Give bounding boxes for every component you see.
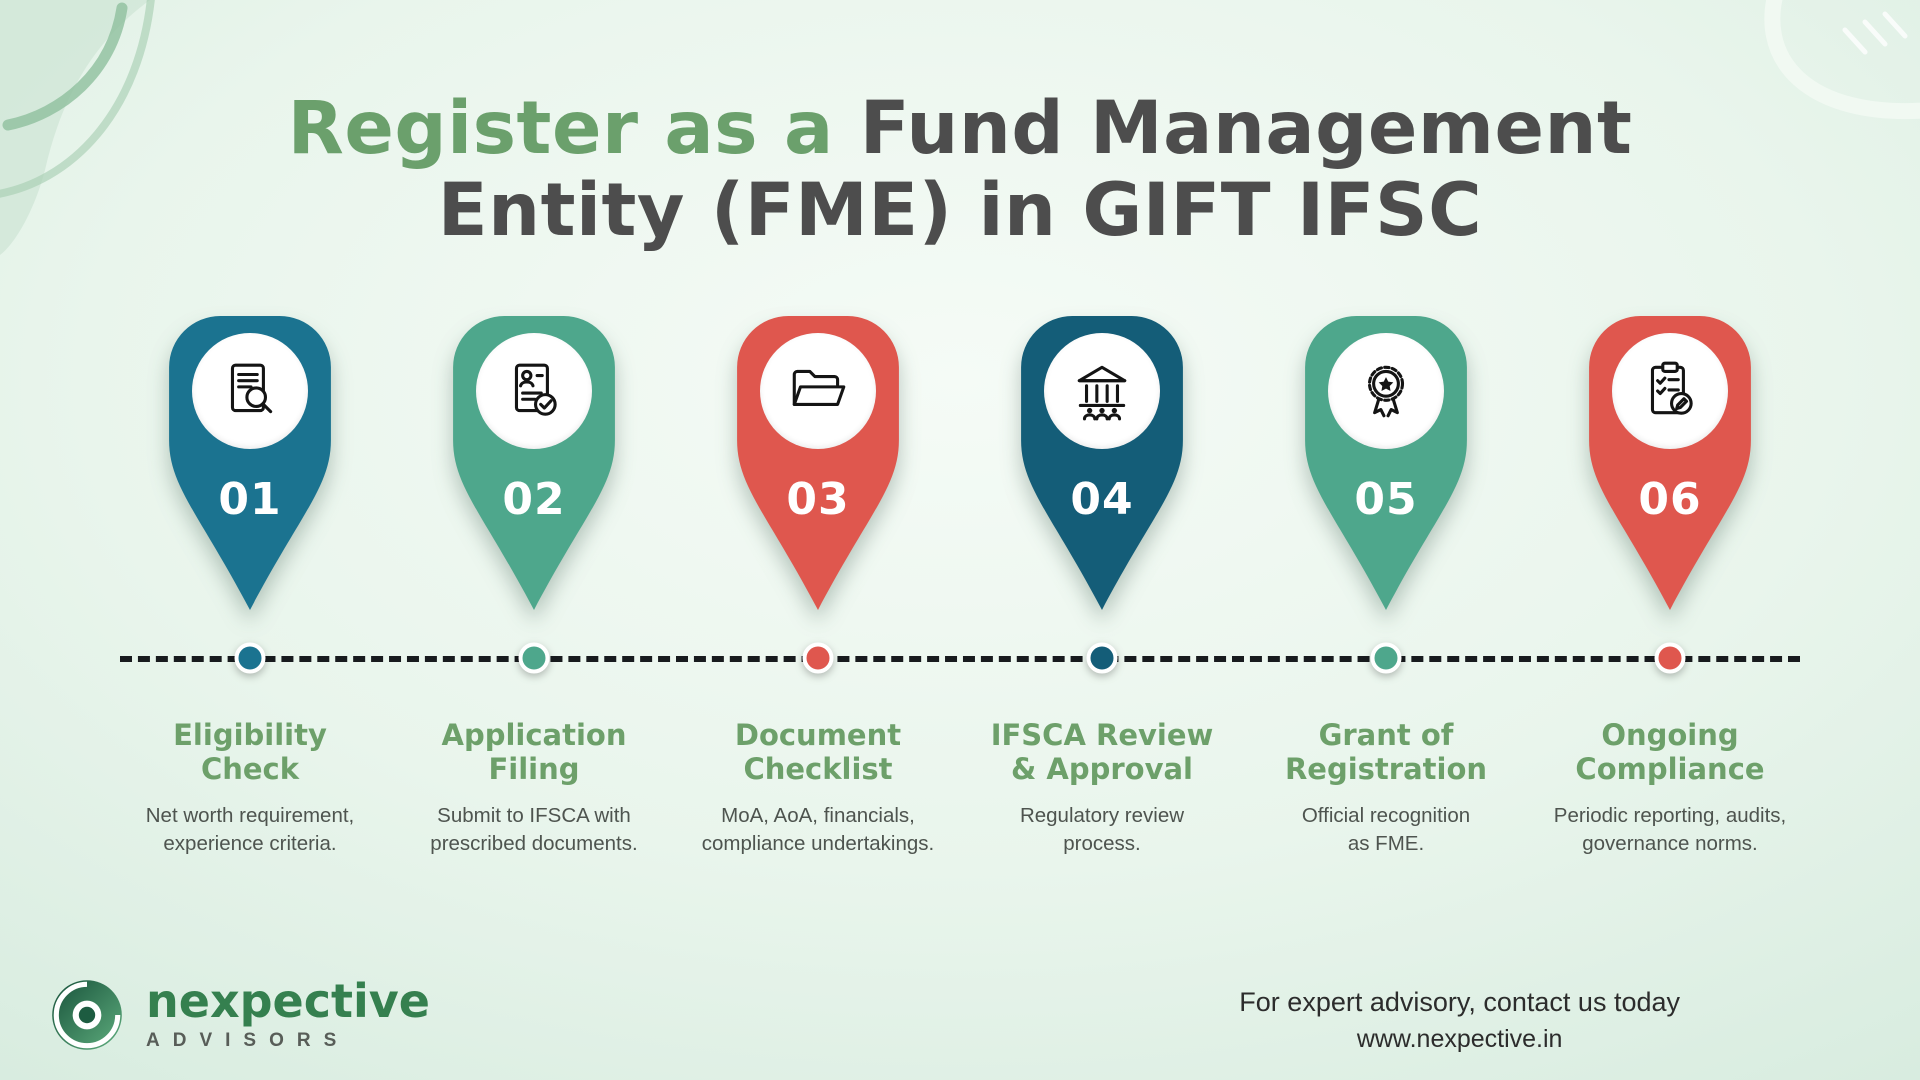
step-description: Net worth requirement, experience criter… (145, 803, 355, 856)
nexpective-logo-icon (52, 980, 122, 1050)
timeline-dot (1654, 642, 1686, 673)
award-ribbon-icon (1367, 365, 1405, 417)
step-heading: Application Filing (441, 717, 627, 786)
brand-name: nexpective (146, 974, 430, 1028)
timeline-dot (234, 642, 266, 673)
pin-marker: 04 (1021, 315, 1183, 610)
title-line2: Entity (FME) in GIFT IFSC (437, 167, 1483, 253)
step-description: Regulatory review process. (1019, 803, 1185, 856)
step-heading: Ongoing Compliance (1575, 717, 1765, 786)
step-heading: Grant of Registration (1284, 717, 1488, 786)
step-heading: IFSCA Review & Approval (990, 717, 1214, 786)
step-description: MoA, AoA, financials, compliance underta… (701, 803, 935, 856)
step-number: 03 (786, 473, 850, 525)
step-heading: Document Checklist (734, 717, 902, 786)
step-column-6: 06 Ongoing Compliance Periodic reporting… (1528, 315, 1812, 859)
step-icon-circle (760, 332, 876, 449)
step-number: 06 (1638, 473, 1702, 525)
application-check-icon (514, 363, 557, 416)
step-icon-circle (1328, 332, 1444, 449)
pin-marker: 06 (1589, 315, 1751, 610)
step-description: Periodic reporting, audits, governance n… (1553, 803, 1787, 856)
step-number: 04 (1070, 473, 1134, 525)
step-heading: Eligibility Check (173, 717, 327, 786)
title-dark-part: Fund Management (833, 86, 1633, 171)
timeline-line (120, 655, 1800, 662)
document-search-icon (230, 363, 273, 413)
step-column-4: 04 IFSCA Review & Approval Regulatory re… (960, 315, 1244, 859)
pin-marker: 02 (453, 315, 615, 610)
footer-brand: nexpective ADVISORS (44, 972, 430, 1058)
contact-cta-text: For expert advisory, contact us today (1239, 987, 1680, 1017)
step-number: 05 (1354, 473, 1418, 525)
step-column-5: 05 Grant of Registration Official recogn… (1244, 315, 1528, 859)
step-description: Official recognition as FME. (1301, 803, 1471, 856)
timeline-dot (802, 642, 834, 673)
step-column-2: 02 Application Filing Submit to IFSCA wi… (392, 315, 676, 859)
step-number: 01 (218, 473, 282, 525)
pin-marker: 05 (1305, 315, 1467, 610)
step-icon-circle (1612, 332, 1728, 449)
pin-marker: 01 (169, 315, 331, 610)
step-column-1: 01 Eligibility Check Net worth requireme… (108, 315, 392, 859)
timeline-dot (1086, 642, 1118, 673)
step-number: 02 (502, 473, 566, 525)
contact-block: For expert advisory, contact us today ww… (1239, 987, 1680, 1054)
clipboard-pen-icon (1650, 361, 1693, 415)
brand-tagline: ADVISORS (146, 1030, 350, 1051)
step-column-3: 03 Document Checklist MoA, AoA, financia… (676, 315, 960, 859)
title-highlight: Register as a (287, 86, 834, 171)
step-icon-circle (1044, 332, 1160, 449)
step-icon-circle (476, 332, 592, 449)
pin-marker: 03 (737, 315, 899, 610)
website-link[interactable]: www.nexpective.in (1356, 1025, 1563, 1053)
step-icon-circle (192, 332, 308, 449)
steps-timeline: 01 Eligibility Check Net worth requireme… (108, 315, 1812, 859)
timeline-dot (518, 642, 550, 673)
bank-icon (1077, 365, 1127, 420)
timeline-dot (1370, 642, 1402, 673)
folder-icon (792, 369, 846, 406)
step-description: Submit to IFSCA with prescribed document… (430, 803, 638, 856)
